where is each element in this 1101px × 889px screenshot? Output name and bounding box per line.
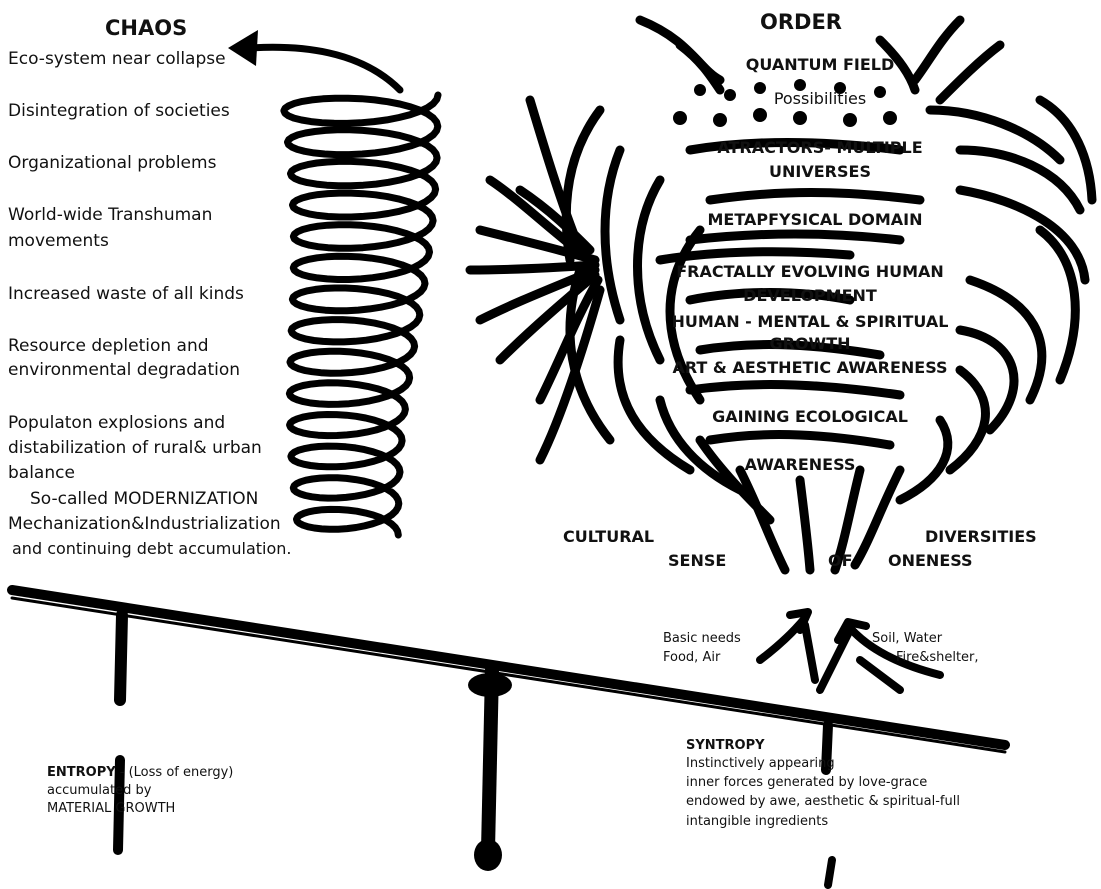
order-line: ATRACTORS- MULTIPLE bbox=[680, 138, 960, 158]
sense-label: SENSE bbox=[668, 551, 726, 570]
basic-needs-left-1: Basic needs bbox=[663, 630, 741, 647]
order-line: GAINING ECOLOGICAL bbox=[660, 407, 960, 427]
chaos-item: distabilization of rural& urban bbox=[8, 436, 262, 460]
basic-needs-left-2: Food, Air bbox=[663, 649, 720, 666]
chaos-item: environmental degradation bbox=[8, 358, 240, 382]
chaos-item: Increased waste of all kinds bbox=[8, 282, 244, 306]
chaos-item: So-called MODERNIZATION bbox=[30, 487, 258, 511]
syntropy-line: endowed by awe, aesthetic & spiritual-fu… bbox=[686, 793, 960, 810]
of-label: OF bbox=[828, 551, 853, 570]
chaos-item: World-wide Transhuman bbox=[8, 203, 212, 227]
entropy-line: accumulated by bbox=[47, 782, 151, 799]
order-line: AWARENESS bbox=[700, 455, 900, 475]
order-line: HUMAN - MENTAL & SPIRITUAL bbox=[630, 312, 990, 332]
order-line: METAPFYSICAL DOMAIN bbox=[660, 210, 970, 230]
syntropy-label: SYNTROPY bbox=[686, 737, 765, 754]
chaos-item: movements bbox=[8, 229, 109, 253]
order-line: ART & AESTHETIC AWARENESS bbox=[640, 358, 980, 378]
oneness-label: ONENESS bbox=[888, 551, 973, 570]
order-line: FRACTALLY EVOLVING HUMAN bbox=[640, 262, 980, 282]
chaos-title: CHAOS bbox=[105, 16, 187, 40]
chaos-item: Eco-system near collapse bbox=[8, 47, 226, 71]
chaos-item: Disintegration of societies bbox=[8, 99, 230, 123]
syntropy-line: Instinctively appearing bbox=[686, 755, 835, 772]
syntropy-line: intangible ingredients bbox=[686, 813, 828, 830]
cultural-label: CULTURAL bbox=[563, 527, 654, 546]
entropy-desc: - (Loss of energy) bbox=[116, 765, 234, 780]
basic-needs-right-2: Fire&shelter, bbox=[896, 649, 979, 666]
chaos-item: Populaton explosions and bbox=[8, 411, 225, 435]
order-line: Possibilities bbox=[720, 89, 920, 109]
order-line: GROWTH bbox=[630, 334, 990, 354]
chaos-item: balance bbox=[8, 461, 75, 485]
diversities-label: DIVERSITIES bbox=[925, 527, 1037, 546]
order-title: ORDER bbox=[760, 10, 842, 34]
order-line: QUANTUM FIELD bbox=[720, 55, 920, 75]
entropy-line: MATERIAL GROWTH bbox=[47, 800, 175, 817]
entropy-label: ENTROPY bbox=[47, 765, 116, 780]
order-line: DEVELOPMENT bbox=[640, 286, 980, 306]
chaos-item: and continuing debt accumulation. bbox=[12, 537, 292, 561]
chaos-item: Mechanization&Industrialization bbox=[8, 512, 281, 536]
chaos-item: Resource depletion and bbox=[8, 334, 209, 358]
entropy-heading: ENTROPY - (Loss of energy) bbox=[47, 764, 233, 781]
basic-needs-right-1: Soil, Water bbox=[872, 630, 942, 647]
order-line: UNIVERSES bbox=[680, 162, 960, 182]
chaos-item: Organizational problems bbox=[8, 151, 216, 175]
syntropy-line: inner forces generated by love-grace bbox=[686, 774, 927, 791]
